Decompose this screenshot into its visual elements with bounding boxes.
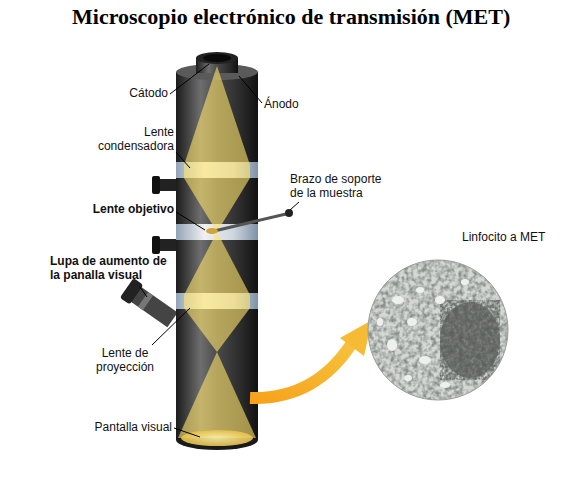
part-label: Cátodo <box>108 86 168 100</box>
page-title: Microscopio electrónico de transmisión (… <box>72 4 510 30</box>
part-label: Brazo de soporte de la muestra <box>290 172 395 200</box>
part-label: Lente condensadora <box>90 125 174 153</box>
part-label: Lupa de aumento de la panalla visual <box>50 254 172 282</box>
part-label: Linfocito a MET <box>462 230 577 244</box>
part-label: Pantalla visual <box>80 420 172 434</box>
part-label: Lente objetivo <box>70 202 174 216</box>
part-label: Ánodo <box>264 97 324 111</box>
part-label: Lente de proyección <box>88 346 162 374</box>
